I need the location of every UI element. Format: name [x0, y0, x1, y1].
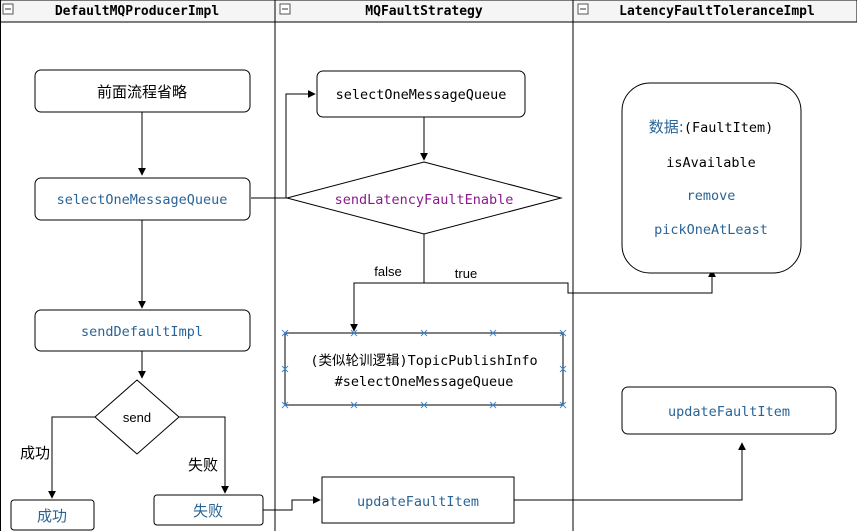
node-select-queue-strategy-box — [316, 70, 526, 118]
method-is-available: isAvailable — [666, 155, 755, 171]
node-fault-item-data-box — [621, 82, 802, 274]
selection-handle[interactable] — [559, 329, 567, 337]
node-success-box — [10, 499, 95, 531]
node-preface[interactable]: 前面流程省略 — [34, 69, 251, 113]
node-send-default-impl-label: sendDefaultImpl — [81, 324, 203, 340]
lane-title-strategy: MQFaultStrategy — [365, 4, 483, 19]
node-fail-label: 失败 — [193, 502, 223, 520]
node-send-decision-diamond — [94, 379, 180, 455]
node-select-queue-main[interactable]: selectOneMessageQueue — [34, 177, 251, 221]
node-update-fault-item-strategy-label: updateFaultItem — [357, 494, 479, 510]
lane-title-producer: DefaultMQProducerImpl — [55, 4, 219, 19]
node-topic-publish-box — [284, 332, 564, 406]
edge-update-to-impl — [514, 442, 746, 501]
selection-handle[interactable] — [559, 365, 567, 373]
data-label-prefix: 数据: — [649, 118, 684, 136]
node-latency-decision-diamond — [285, 161, 563, 235]
node-send-default-impl-box — [34, 309, 251, 352]
node-update-fault-item-strategy-box — [321, 476, 515, 524]
node-send-decision-label: send — [123, 410, 151, 425]
edge-label-true: true — [455, 266, 477, 281]
data-label-suffix: (FaultItem) — [684, 120, 773, 136]
node-select-queue-strategy-label: selectOneMessageQueue — [336, 87, 507, 103]
node-select-queue-main-label: selectOneMessageQueue — [57, 192, 228, 208]
edge-label-fail: 失败 — [188, 456, 218, 474]
node-send-decision[interactable]: send — [94, 379, 180, 455]
node-update-fault-item-impl-box — [621, 386, 837, 435]
node-send-default-impl[interactable]: sendDefaultImpl — [34, 309, 251, 352]
method-pick-one-at-least: pickOneAtLeast — [654, 222, 768, 238]
lane-header-producer: DefaultMQProducerImpl — [2, 3, 219, 19]
node-update-fault-item-impl[interactable]: updateFaultItem — [621, 386, 837, 435]
node-latency-decision[interactable]: sendLatencyFaultEnable — [285, 161, 563, 235]
selection-handle[interactable] — [281, 365, 289, 373]
lane-header-band — [0, 0, 857, 23]
selection-handle[interactable] — [350, 401, 358, 409]
node-latency-decision-label: sendLatencyFaultEnable — [335, 192, 514, 208]
edge-label-false: false — [374, 264, 401, 279]
edge-send-to-fail — [179, 416, 229, 494]
edge-fail-to-update — [263, 496, 321, 511]
edge-latency-false — [350, 282, 424, 332]
selection-handles — [281, 329, 567, 409]
node-fail[interactable]: 失败 — [153, 494, 264, 526]
method-remove: remove — [687, 188, 736, 204]
node-fail-box — [153, 494, 264, 526]
edge-latency-true — [424, 269, 716, 294]
node-preface-label: 前面流程省略 — [97, 83, 187, 101]
node-select-queue-strategy[interactable]: selectOneMessageQueue — [316, 70, 526, 118]
selection-handle[interactable] — [281, 401, 289, 409]
lane-title-tolerance: LatencyFaultToleranceImpl — [619, 4, 815, 19]
edge-label-success: 成功 — [20, 444, 50, 462]
edge-send-to-success — [48, 416, 95, 499]
node-success[interactable]: 成功 — [10, 499, 95, 531]
lane-header-tolerance: LatencyFaultToleranceImpl — [577, 3, 815, 19]
node-preface-box — [34, 69, 251, 113]
node-topic-publish-line2: #selectOneMessageQueue — [335, 374, 514, 390]
node-fault-item-data-title: 数据:(FaultItem) — [649, 118, 773, 136]
selection-handle[interactable] — [420, 401, 428, 409]
node-select-queue-main-box — [34, 177, 251, 221]
lane-header-strategy: MQFaultStrategy — [279, 3, 483, 19]
selection-handle[interactable] — [420, 329, 428, 337]
selection-handle[interactable] — [281, 329, 289, 337]
node-update-fault-item-strategy[interactable]: updateFaultItem — [321, 476, 515, 524]
node-topic-publish[interactable]: (类似轮训逻辑)TopicPublishInfo #selectOneMessa… — [281, 329, 567, 409]
selection-handle[interactable] — [489, 329, 497, 337]
selection-handle[interactable] — [489, 401, 497, 409]
node-success-label: 成功 — [37, 507, 67, 525]
selection-handle[interactable] — [350, 329, 358, 337]
selection-handle[interactable] — [559, 401, 567, 409]
node-update-fault-item-impl-label: updateFaultItem — [668, 404, 790, 420]
node-fault-item-data[interactable]: 数据:(FaultItem) isAvailable remove pickOn… — [621, 82, 802, 274]
edge-select-to-strategy — [251, 90, 316, 199]
node-topic-publish-line1: (类似轮训逻辑)TopicPublishInfo — [310, 353, 537, 369]
